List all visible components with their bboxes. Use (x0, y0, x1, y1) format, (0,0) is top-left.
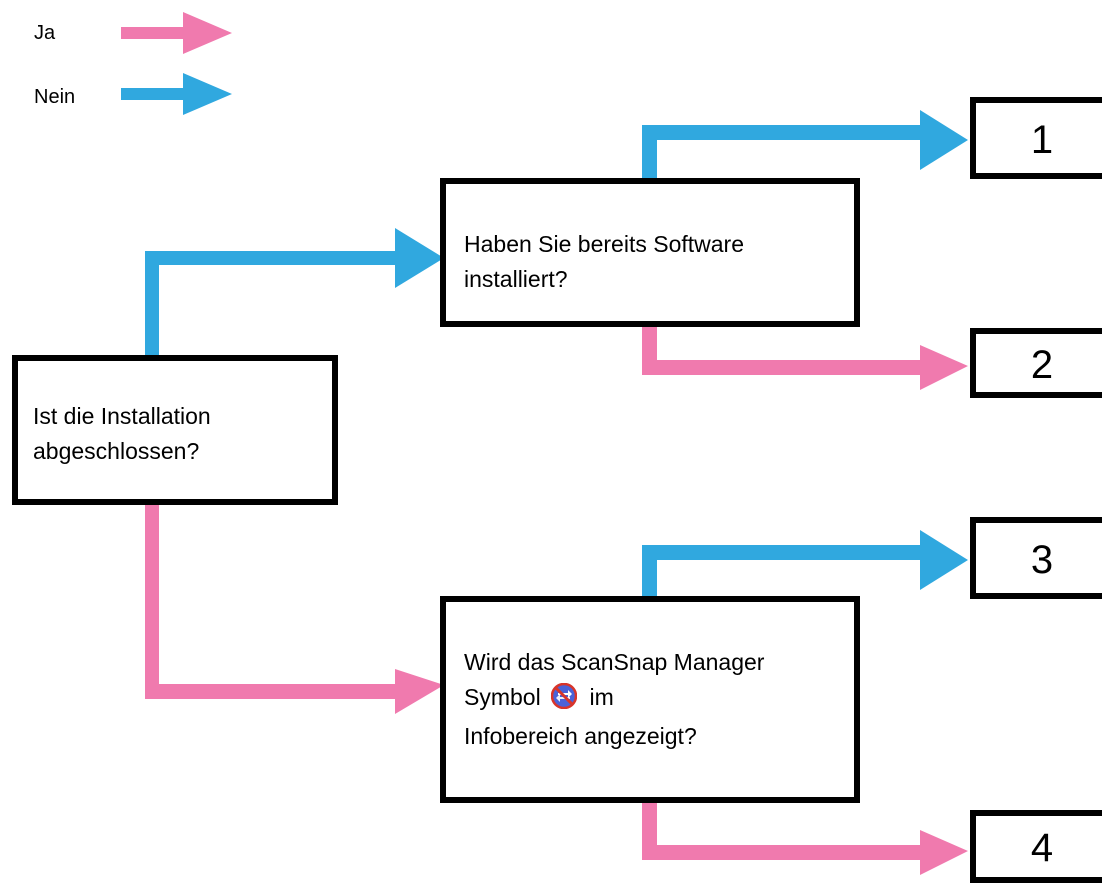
question-scansnap-line2-after: im (589, 684, 614, 710)
arrow-no-installation-to-software (145, 228, 444, 355)
outcome-number-4: 4 (1030, 826, 1054, 870)
question-software-line1: Haben Sie bereits Software (464, 231, 744, 257)
question-software-line2: installiert? (464, 266, 568, 292)
outcome-box-4: 4 (970, 810, 1102, 883)
arrow-yes-scansnap-to-4 (642, 800, 968, 875)
question-scansnap-line2-before: Symbol (464, 684, 541, 710)
question-scansnap-box: Wird das ScanSnap Manager Symbol im Info… (440, 596, 860, 803)
legend-no-label: Nein (34, 86, 76, 108)
question-scansnap-line2: Symbol im (464, 680, 764, 719)
question-scansnap-text: Wird das ScanSnap Manager Symbol im Info… (464, 645, 764, 754)
question-scansnap-line1: Wird das ScanSnap Manager (464, 649, 765, 675)
outcome-number-3: 3 (1030, 538, 1054, 582)
question-installation-text: Ist die Installation abgeschlossen? (33, 399, 211, 469)
question-software-box: Haben Sie bereits Software installiert? (440, 178, 860, 327)
outcome-box-2: 2 (970, 328, 1102, 398)
outcome-number-2: 2 (1030, 343, 1054, 387)
arrow-yes-software-to-2 (642, 325, 968, 390)
outcome-box-3: 3 (970, 517, 1102, 599)
outcome-number-1: 1 (1030, 118, 1054, 162)
question-software-text: Haben Sie bereits Software installiert? (464, 227, 744, 297)
question-installation-box: Ist die Installation abgeschlossen? (12, 355, 338, 505)
question-installation-line2: abgeschlossen? (33, 438, 200, 464)
outcome-box-1: 1 (970, 97, 1102, 179)
scansnap-manager-icon (550, 682, 578, 719)
legend-yes-arrow (121, 12, 232, 54)
legend-no-arrow (121, 73, 232, 115)
arrow-no-software-to-1 (642, 110, 968, 180)
arrow-yes-installation-to-scansnap (145, 503, 444, 714)
arrow-no-scansnap-to-3 (642, 530, 968, 598)
question-installation-line1: Ist die Installation (33, 403, 211, 429)
question-scansnap-line3: Infobereich angezeigt? (464, 723, 697, 749)
legend-yes-label: Ja (34, 22, 56, 44)
